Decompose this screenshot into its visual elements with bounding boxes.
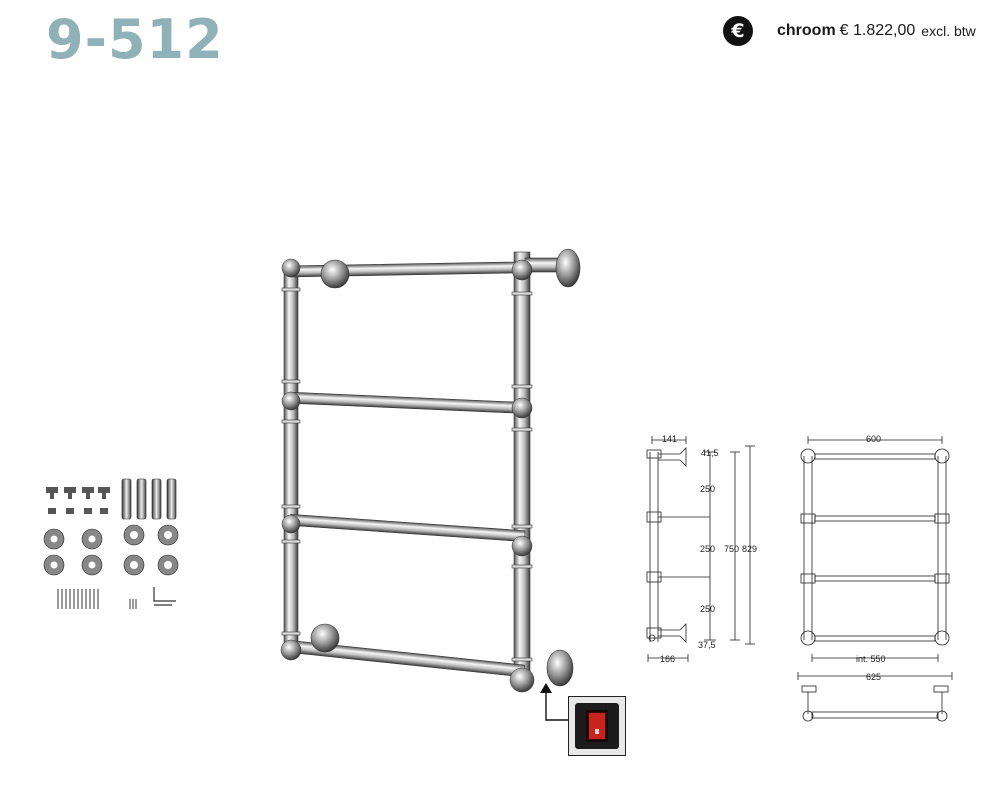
towel-rail-image [280,248,581,693]
dim-width: 600 [866,434,881,444]
dim-total-750: 750 [724,544,739,554]
dim-inner: int. 550 [856,654,886,664]
product-code: 9-512 [46,8,224,71]
dim-gap-2: 250 [700,544,715,554]
power-switch-icon [568,696,626,756]
price-amount: € 1.822,00 [839,22,916,39]
euro-icon: € [723,16,753,46]
side-view-drawing: 141 41,5 250 250 250 750 829 37,5 166 [646,434,757,664]
front-view-drawing: 600 int. 550 625 [797,434,953,722]
dim-total-829: 829 [742,544,757,554]
dim-top-offset: 41,5 [701,448,719,458]
arrow-up-icon [540,683,570,721]
price-finish: chroom [777,22,836,39]
mounting-kit-image [43,478,179,609]
price-tax-note: excl. btw [921,23,976,39]
dim-gap-1: 250 [700,484,715,494]
dim-bottom-width: 166 [660,654,675,664]
dim-gap-3: 250 [700,604,715,614]
dim-bottom-offset: 37,5 [698,640,716,650]
price-line: € chroom € 1.822,00 excl. btw [723,16,976,46]
dim-top-width: 141 [662,434,677,444]
dim-outer: 625 [866,672,881,682]
